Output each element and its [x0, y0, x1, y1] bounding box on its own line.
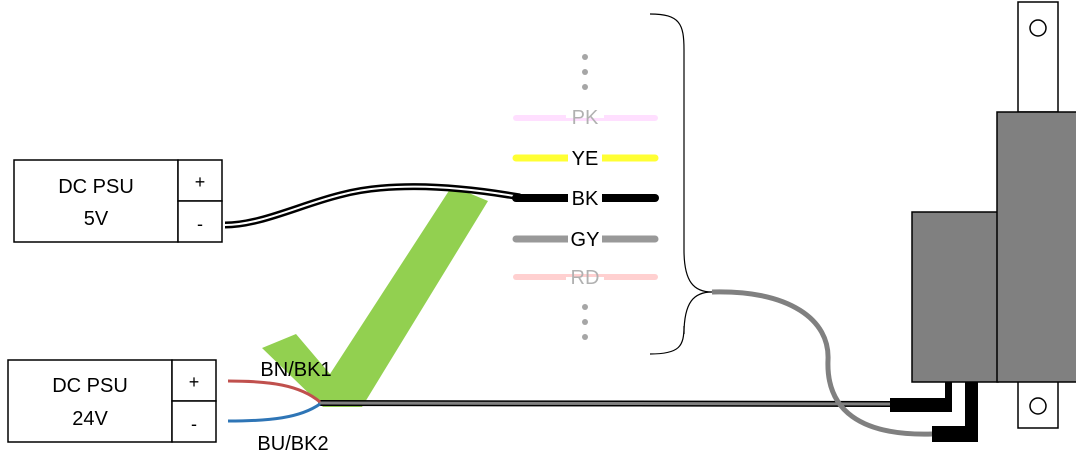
checkmark-icon — [262, 186, 488, 407]
wire-color-list: PK YE BK GY RD — [512, 54, 659, 340]
wire-row-ye: YE — [512, 147, 659, 170]
connector-signal — [932, 382, 978, 442]
wire-label-pk: PK — [572, 107, 599, 129]
blue-wire — [227, 402, 321, 423]
psu-5v-minus: - — [197, 214, 203, 234]
actuator-motor — [911, 211, 999, 383]
psu-24v: DC PSU 24V + - — [7, 359, 217, 443]
ellipsis-dot — [582, 54, 588, 60]
wire-row-rd: RD — [513, 267, 658, 291]
wire-label-bn-bk1: BN/BK1 — [260, 359, 331, 381]
psu-5v: DC PSU 5V + - — [13, 159, 223, 243]
psu-24v-plus: + — [189, 372, 200, 392]
curly-brace — [649, 13, 713, 355]
psu-24v-name: DC PSU — [52, 375, 128, 397]
wire-row-bk: BK — [512, 187, 659, 210]
connector-power — [890, 382, 952, 412]
mount-hole-top — [1029, 19, 1047, 37]
psu-5v-plus: + — [195, 172, 206, 192]
mount-hole-bottom — [1029, 397, 1047, 415]
wire-row-gy: GY — [512, 228, 659, 251]
ellipsis-dot — [582, 69, 588, 75]
wire-label-bk: BK — [572, 188, 599, 210]
wire-label-rd: RD — [571, 267, 600, 289]
actuator-rod-top — [1017, 1, 1059, 113]
actuator-body — [996, 111, 1076, 383]
psu-24v-voltage: 24V — [72, 408, 108, 430]
ellipsis-dot — [582, 334, 588, 340]
ellipsis-dot — [582, 319, 588, 325]
wire-label-bu-bk2: BU/BK2 — [257, 433, 328, 455]
linear-actuator — [890, 1, 1076, 442]
ellipsis-dot — [582, 304, 588, 310]
ellipsis-dot — [582, 84, 588, 90]
signal-cable — [711, 289, 933, 437]
psu-24v-minus: - — [191, 414, 197, 434]
wire-label-ye: YE — [572, 148, 599, 170]
red-wire — [227, 379, 321, 404]
psu-5v-name: DC PSU — [58, 176, 134, 198]
wire-label-gy: GY — [571, 229, 600, 251]
psu-5v-voltage: 5V — [84, 208, 109, 230]
wire-row-pk: PK — [513, 104, 658, 129]
